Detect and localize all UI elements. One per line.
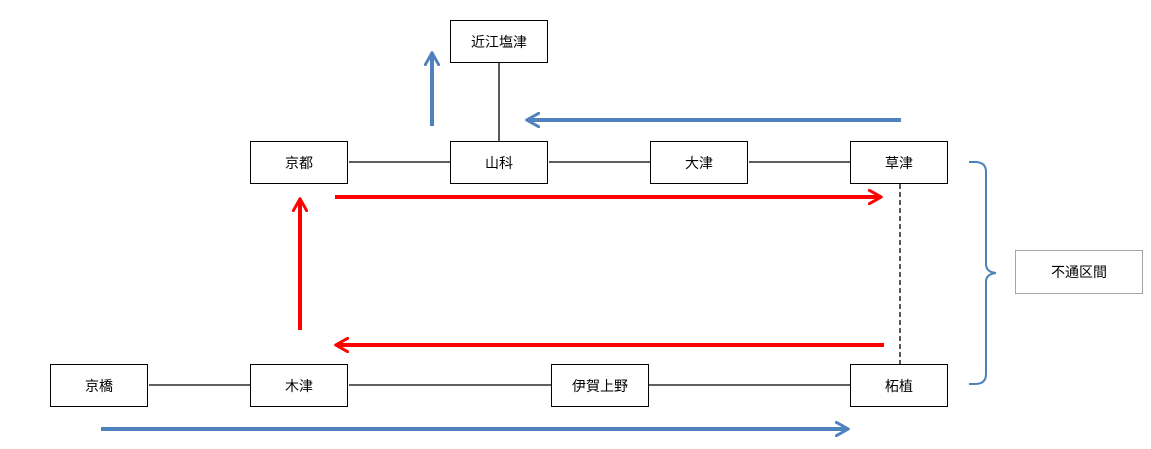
station-kyoto: 京都 — [250, 141, 348, 184]
station-yamashina: 山科 — [450, 141, 548, 184]
station-tsuge: 柘植 — [850, 364, 948, 407]
station-kizu: 木津 — [250, 364, 348, 407]
station-iga-ueno: 伊賀上野 — [551, 364, 649, 407]
station-oumi-shiotsu: 近江塩津 — [450, 20, 548, 63]
station-kusatsu: 草津 — [850, 141, 948, 184]
station-otsu: 大津 — [650, 141, 748, 184]
station-kyobashi: 京橋 — [50, 364, 148, 407]
closed-section-label: 不通区間 — [1015, 250, 1143, 294]
closed-section-brace — [969, 161, 997, 385]
